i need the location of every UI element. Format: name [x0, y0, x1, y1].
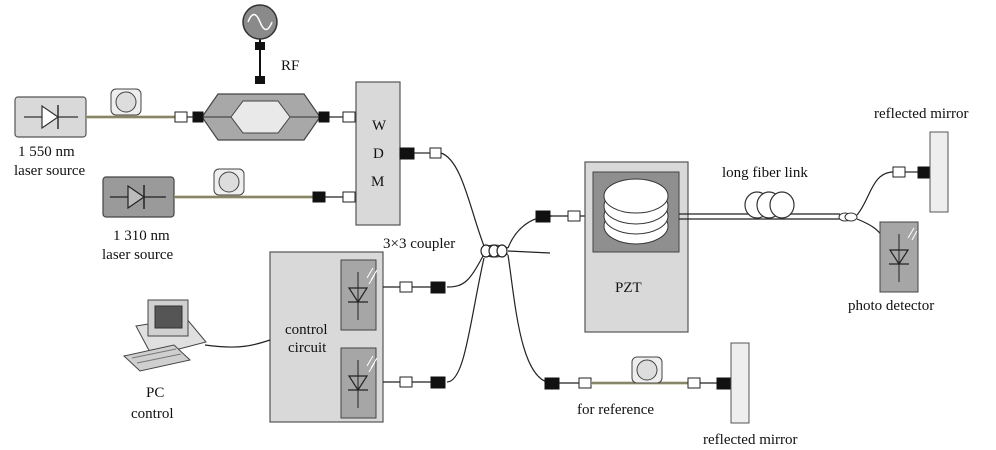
pzt: [584, 161, 689, 333]
wdm: [355, 81, 401, 226]
polarization-controller-1: [110, 88, 142, 116]
laser-1550-label-1: 1 550 nm: [18, 144, 75, 160]
for-reference-label: for reference: [577, 402, 654, 418]
coupler-3x3: [480, 244, 509, 258]
coupler-label: 3×3 coupler: [383, 236, 455, 252]
pc-label-1: PC: [146, 385, 164, 401]
wdm-label-w: W: [372, 118, 387, 134]
wdm-label-m: M: [371, 174, 384, 190]
fiber-spool: [744, 191, 795, 219]
long-fiber-label: long fiber link: [722, 165, 808, 181]
control-circuit-label-2: circuit: [288, 340, 327, 356]
laser-1310: [102, 176, 175, 218]
polarization-controller-2: [213, 168, 245, 196]
reflected-mirror-top-label: reflected mirror: [874, 106, 969, 122]
control-circuit: [269, 251, 384, 423]
reflected-mirror-bottom-label: reflected mirror: [703, 432, 798, 448]
computer-icon: [122, 299, 271, 372]
reflected-mirror-bottom: [730, 342, 750, 424]
photo-detector: [879, 221, 919, 293]
reflected-mirror-top: [929, 131, 949, 213]
polarization-controller-3: [631, 356, 663, 384]
photo-detector-label: photo detector: [848, 298, 934, 314]
laser-1310-label-1: 1 310 nm: [113, 228, 170, 244]
pzt-label: PZT: [615, 280, 642, 296]
laser-1550: [14, 96, 87, 138]
wdm-label-d: D: [373, 146, 384, 162]
control-circuit-label-1: control: [285, 322, 328, 338]
rf-label: RF: [281, 58, 299, 74]
modulator: [192, 93, 330, 141]
laser-1310-label-2: laser source: [102, 247, 174, 263]
rf-generator: [242, 4, 278, 84]
laser-1550-label-2: laser source: [14, 163, 86, 179]
pc-label-2: control: [131, 406, 174, 422]
